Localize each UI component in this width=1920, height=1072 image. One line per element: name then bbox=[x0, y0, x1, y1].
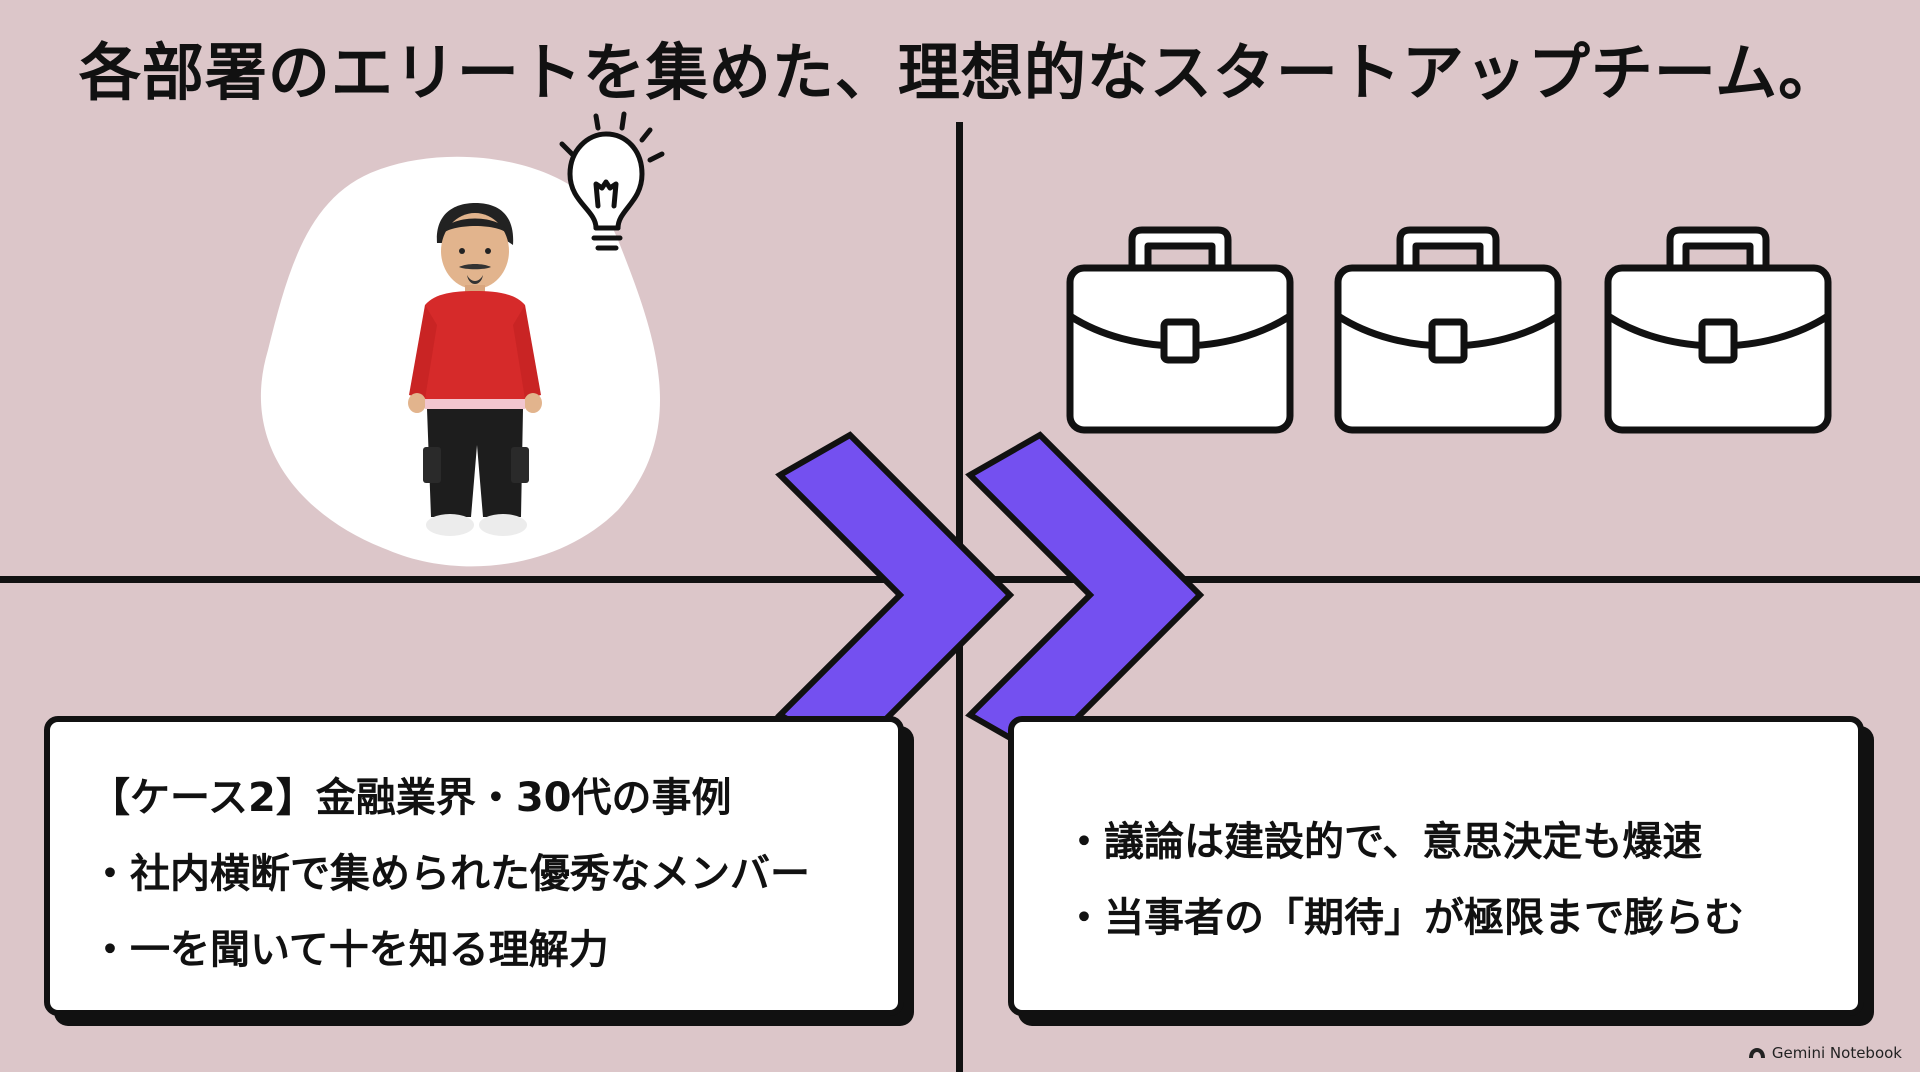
brand-name: Gemini Notebook bbox=[1771, 1044, 1902, 1062]
brand-badge: Gemini Notebook bbox=[1748, 1044, 1902, 1062]
result-summary-box: ・議論は建設的で、意思決定も爆速 ・当事者の「期待」が極限まで膨らむ bbox=[1008, 716, 1864, 1016]
case-heading: 【ケース2】金融業界・30代の事例 bbox=[90, 775, 732, 821]
slide-title: 各部署のエリートを集めた、理想的なスタートアップチーム。 bbox=[78, 36, 1842, 109]
briefcase-icon bbox=[1334, 226, 1562, 434]
case-point-members: ・社内横断で集められた優秀なメンバー bbox=[90, 851, 810, 897]
lightbulb-icon bbox=[559, 111, 665, 251]
brand-logo-icon bbox=[1748, 1048, 1765, 1058]
briefcase-icon bbox=[1066, 226, 1294, 434]
result-point-expectation: ・当事者の「期待」が極限まで膨らむ bbox=[1064, 895, 1744, 941]
double-chevron-right-icon bbox=[775, 431, 1205, 759]
case-summary-box: 【ケース2】金融業界・30代の事例 ・社内横断で集められた優秀なメンバー ・一を… bbox=[44, 716, 904, 1016]
case-point-understanding: ・一を聞いて十を知る理解力 bbox=[90, 927, 609, 973]
person-icon bbox=[408, 203, 542, 536]
result-point-discussion: ・議論は建設的で、意思決定も爆速 bbox=[1064, 819, 1703, 865]
briefcase-icon bbox=[1604, 226, 1832, 434]
